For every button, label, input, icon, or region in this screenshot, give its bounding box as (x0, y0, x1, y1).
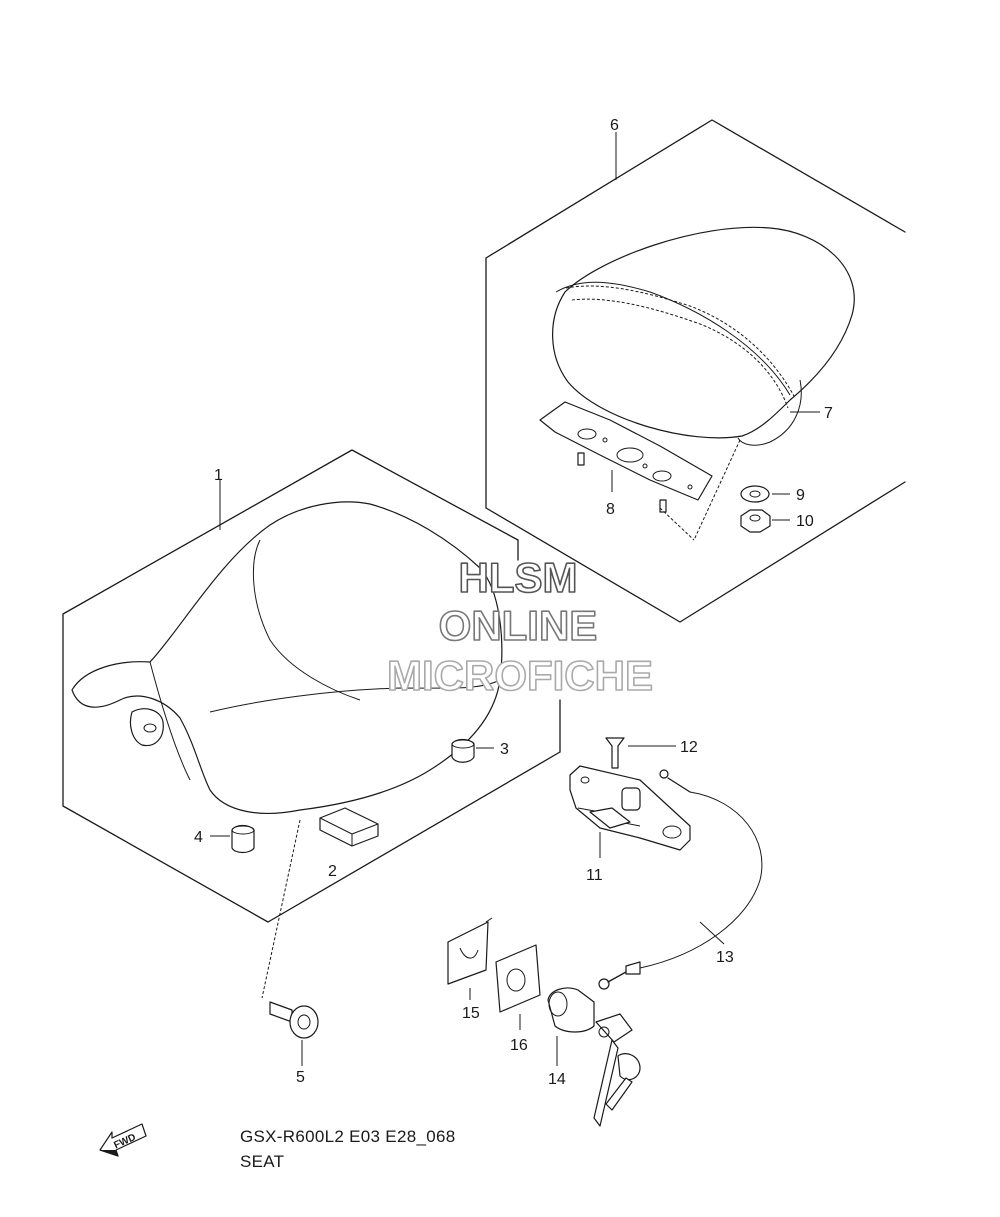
callout-9: 9 (796, 487, 805, 504)
part-2-pad (319, 807, 379, 847)
callout-1: 1 (214, 467, 223, 484)
diagram-code: GSX-R600L2 E03 E28_068 (240, 1127, 456, 1146)
callout-3: 3 (500, 741, 509, 758)
part-15-clip (447, 917, 493, 985)
part-11-latch (569, 765, 691, 851)
callout-numbers: 1 2 3 4 5 6 7 8 9 10 11 12 13 14 15 16 (194, 117, 833, 1088)
callout-12: 12 (680, 739, 698, 756)
fwd-label: FWD (112, 1132, 137, 1151)
part-9-washer (740, 485, 770, 503)
part-10-nut (740, 509, 771, 533)
rear-seat-group-box (485, 119, 906, 623)
callout-5: 5 (296, 1069, 305, 1086)
callout-4: 4 (194, 829, 203, 846)
part-14-lock (547, 987, 641, 1127)
callout-15: 15 (462, 1005, 480, 1022)
part-13-cable (598, 769, 763, 990)
part-4-cushion (231, 824, 255, 854)
part-3-grommet (451, 738, 475, 763)
callout-7: 7 (824, 405, 833, 422)
part-12-screw (605, 737, 625, 769)
diagram-title: SEAT (240, 1152, 285, 1171)
rear-seat-cushion (552, 226, 855, 446)
part-16-plate (495, 944, 541, 1013)
leader-lines (210, 132, 820, 1066)
front-seat-cushion (71, 501, 503, 814)
callout-13: 13 (716, 949, 734, 966)
callout-8: 8 (606, 501, 615, 518)
callout-11: 11 (586, 867, 603, 884)
fwd-arrow-icon: FWD (99, 1123, 147, 1157)
watermark: HLSM ONLINE MICROFICHE (386, 553, 654, 700)
callout-6: 6 (610, 117, 619, 134)
callout-2: 2 (328, 863, 337, 880)
part-5-bolt (269, 1001, 319, 1039)
watermark-line-3: MICROFICHE (387, 652, 653, 699)
rear-seat-bracket (539, 401, 713, 513)
watermark-line-2: ONLINE (439, 602, 598, 649)
callout-14: 14 (548, 1071, 566, 1088)
front-seat-group-box (62, 449, 561, 923)
callout-16: 16 (510, 1037, 528, 1054)
watermark-line-1: HLSM (459, 554, 578, 601)
callout-10: 10 (796, 513, 814, 530)
